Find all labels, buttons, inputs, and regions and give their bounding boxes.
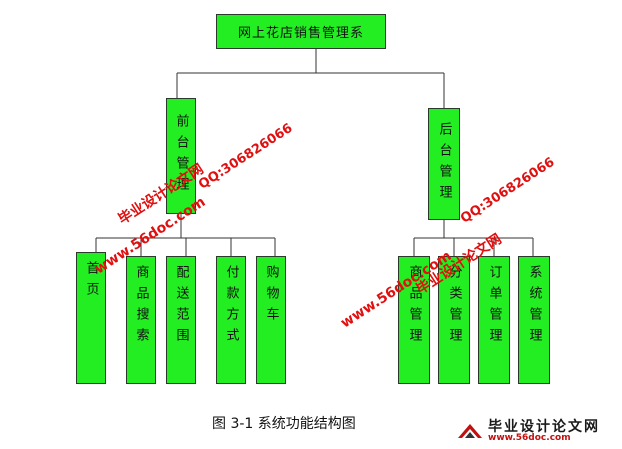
leaf-node-product-search-label: 商品搜索 [133,265,149,349]
leaf-node-order-management-label: 订单管理 [486,265,502,349]
leaf-node-delivery-range: 配送范围 [166,256,196,384]
leaf-node-shopping-cart: 购物车 [256,256,286,384]
leaf-node-product-management: 商品管理 [398,256,430,384]
leaf-node-shopping-cart-label: 购物车 [263,265,279,328]
site-logo: 毕业设计论文网 www.56doc.com [456,418,600,444]
logo-name: 毕业设计论文网 [488,418,600,435]
leaf-node-category-management: 分类管理 [438,256,470,384]
leaf-node-home: 首页 [76,252,106,384]
leaf-node-system-management-label: 系统管理 [526,265,542,349]
root-node: 网上花店销售管理系 [216,14,386,49]
leaf-node-system-management: 系统管理 [518,256,550,384]
branch-node-back-label: 后台管理 [436,122,452,206]
leaf-node-order-management: 订单管理 [478,256,510,384]
book-icon [458,424,482,438]
root-node-label: 网上花店销售管理系 [237,26,364,41]
figure-caption: 图 3-1 系统功能结构图 [212,416,356,432]
branch-node-front: 前台管理 [166,98,196,214]
leaf-node-category-management-label: 分类管理 [446,265,462,349]
branch-node-back: 后台管理 [428,108,460,220]
leaf-node-product-search: 商品搜索 [126,256,156,384]
leaf-node-payment-method: 付款方式 [216,256,246,384]
leaf-node-home-label: 首页 [83,261,99,303]
logo-url: www.56doc.com [488,432,571,443]
leaf-node-delivery-range-label: 配送范围 [173,265,189,349]
leaf-node-payment-method-label: 付款方式 [223,265,239,349]
branch-node-front-label: 前台管理 [173,114,189,198]
leaf-node-product-management-label: 商品管理 [406,265,422,349]
